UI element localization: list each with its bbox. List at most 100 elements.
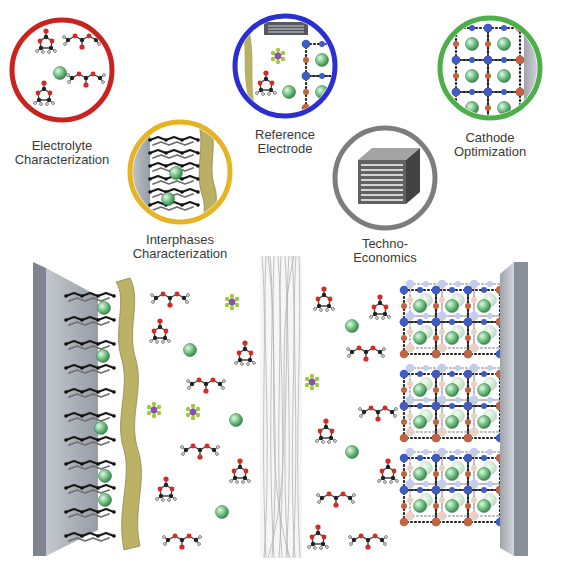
graphite-anode [64,389,116,397]
interphase-icon [148,202,200,210]
circle-outline [330,123,440,233]
circle-ring [12,20,112,120]
task-circle: Interphases Characterization [125,117,235,263]
cathode-current-collector [500,262,528,556]
cathode-lattice [400,280,511,527]
cathode-lattice [400,370,505,443]
separator [264,256,267,558]
electrolyte-molecules [163,534,202,550]
interphase-layer [116,278,141,550]
electrolyte-molecules [216,506,229,519]
electrolyte-molecules [150,318,171,343]
electrolyte-icon [34,28,106,105]
separator [293,256,296,558]
reference-electrode-icon [238,20,342,112]
circle-outline [125,117,235,227]
electrolyte-molecules [370,294,391,319]
interphase-icon [162,193,175,206]
battery-module-icon [406,148,420,204]
circle-outline [435,13,545,123]
graphite-anode [98,302,111,315]
circle-label: Cathode Optimization [438,131,542,159]
cathode-current-collector [514,262,528,556]
circle-ring [235,16,335,116]
reference-electrode-icon [283,86,296,99]
graphite-anode [64,461,116,469]
separator [260,256,302,558]
circle-outline [7,15,117,125]
reference-electrode-icon [264,22,308,35]
circle-ring [335,128,435,228]
electrolyte-molecules [378,458,399,483]
graphite-anode [64,365,116,373]
separator [292,256,295,558]
electrolyte-molecules [346,320,359,333]
circle-spacer [230,11,340,128]
graphite-anode [95,422,108,435]
electrolyte-molecules [347,346,386,362]
task-circle: Techno-Economics [330,123,440,267]
electrolyte-molecules [230,458,251,483]
reference-electrode-icon [256,70,277,95]
electrolyte-molecules [186,404,200,420]
circle-ring [440,18,540,118]
separator [268,256,294,558]
reference-electrode-icon [268,26,304,32]
battery-module-icon [361,165,403,200]
battery-module-icon [358,148,420,204]
electrolyte-icon [34,80,55,105]
battery-module-icon [358,160,406,204]
circle-spacer [330,123,440,237]
electrolyte-icon [36,28,57,53]
graphite-anode [64,485,116,493]
task-circle: Cathode Optimization [435,13,545,161]
circle-label: Techno-Economics [339,237,431,265]
separator [298,256,300,558]
graphite-anode [64,413,116,421]
electrolyte-molecules [184,344,197,357]
cathode-lattice [400,454,505,527]
electrolyte-molecules [187,378,226,394]
graphite-anode [99,494,112,507]
graphite-anode [64,509,116,517]
circle-ring [130,122,230,222]
electrolyte-molecules [147,402,161,418]
electrolyte-molecules [316,418,337,443]
circle-spacer [435,13,545,131]
circle-label: Reference Electrode [235,128,335,156]
circle-spacer [125,117,235,233]
graphite-anode [97,350,110,363]
electrolyte-molecules [308,524,329,549]
interphase-icon [148,137,200,145]
electrolyte-molecules [359,406,398,422]
electrolyte-molecules [230,414,243,427]
interphase-icon [170,167,183,180]
reference-electrode-icon [271,48,285,64]
graphite-anode [64,293,116,301]
circle-outline [230,11,340,121]
circle-label: Electrolyte Characterization [7,139,117,167]
electrolyte-molecules [305,374,319,390]
electrolyte-molecules [349,534,388,550]
graphite-anode [64,341,116,349]
electrolyte-molecules [317,492,356,508]
cathode-lattice [400,286,505,359]
circle-label: Interphases Characterization [125,233,235,261]
cathode-current-collector [500,262,514,556]
graphite-anode [64,293,116,541]
electrolyte-molecules [346,446,359,459]
electrolyte-molecules [151,292,190,308]
separator [262,256,300,558]
separator [260,256,302,558]
graphite-anode [64,437,116,445]
electrolyte-molecules [156,476,177,501]
electrolyte-molecules [314,286,335,311]
electrolyte-molecules [225,294,239,310]
electrolyte-icon [54,67,67,80]
electrolyte-molecules [235,340,256,365]
task-circle: Electrolyte Characterization [7,15,117,169]
